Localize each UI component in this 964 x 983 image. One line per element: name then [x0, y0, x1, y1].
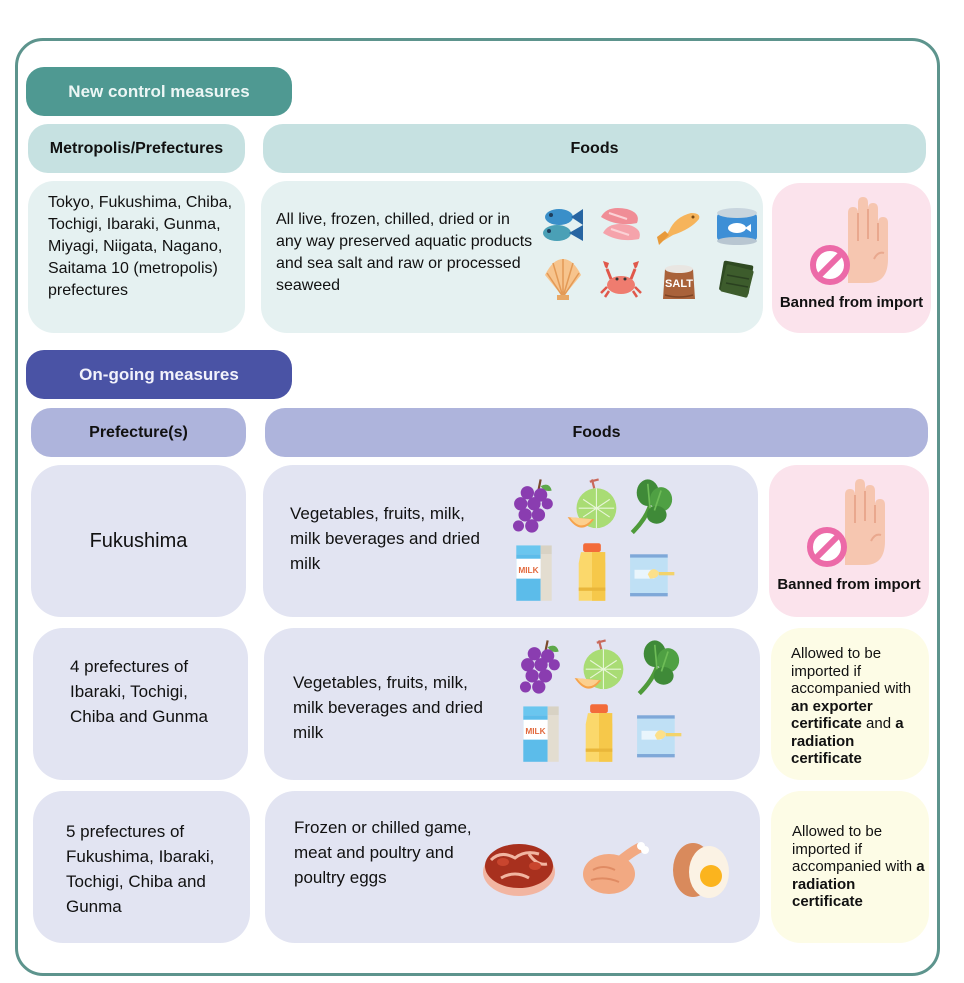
seaweed-icon	[713, 255, 761, 303]
egg-icon	[671, 836, 731, 900]
food-icons: MILK	[514, 636, 684, 764]
column-header-region: Metropolis/Prefectures	[28, 124, 245, 173]
milk-powder-can-icon	[630, 702, 684, 764]
banned-hand-icon	[804, 195, 900, 285]
required-document: a radiation certificate	[791, 715, 904, 767]
fish-fillet-icon	[597, 201, 645, 249]
crab-icon	[597, 255, 645, 303]
poultry-icon	[579, 836, 649, 900]
foods-text: All live, frozen, chilled, dried or in a…	[276, 211, 533, 294]
milk-drink-bottle-icon	[572, 702, 626, 764]
foods-cell: All live, frozen, chilled, dried or in a…	[261, 181, 763, 333]
region-text: 5 prefectures of Fukushima, Ibaraki, Toc…	[66, 822, 215, 916]
section-title: New control measures	[68, 81, 250, 101]
foods-cell: Vegetables, fruits, milk, milk beverages…	[263, 465, 758, 617]
section-title: On-going measures	[79, 364, 239, 384]
milk-label: MILK	[518, 565, 538, 575]
foods-text: Vegetables, fruits, milk, milk beverages…	[293, 673, 483, 742]
salt-label: SALT	[665, 278, 693, 290]
required-document: an exporter certificate	[791, 697, 873, 733]
status-cell-banned: Banned from import	[772, 183, 931, 333]
region-cell: 5 prefectures of Fukushima, Ibaraki, Toc…	[33, 791, 250, 943]
status-cell-banned: Banned from import	[769, 465, 929, 617]
food-icons	[481, 836, 731, 900]
status-text: Allowed to be imported if accompanied wi…	[791, 645, 912, 767]
spinach-icon	[630, 636, 684, 698]
region-text: 4 prefectures of Ibaraki, Tochigi, Chiba…	[70, 657, 208, 726]
dried-fish-icon	[655, 201, 703, 249]
status-cell-allowed: Allowed to be imported if accompanied wi…	[771, 791, 929, 943]
column-header-region: Prefecture(s)	[31, 408, 246, 457]
foods-cell: Vegetables, fruits, milk, milk beverages…	[264, 628, 760, 780]
food-icons: MILK	[507, 475, 677, 603]
scallop-shell-icon	[539, 255, 587, 303]
column-header-label: Foods	[572, 423, 621, 441]
status-cell-allowed: Allowed to be imported if accompanied wi…	[771, 628, 929, 780]
foods-cell: Frozen or chilled game, meat and poultry…	[265, 791, 760, 943]
column-header-label: Foods	[570, 139, 619, 157]
region-text: Tokyo, Fukushima, Chiba, Tochigi, Ibarak…	[48, 194, 233, 299]
grapes-icon	[507, 475, 561, 537]
column-header-foods: Foods	[265, 408, 928, 457]
region-text: Fukushima	[89, 529, 188, 552]
section-label-ongoing-measures: On-going measures	[26, 350, 292, 399]
required-document: a radiation certificate	[792, 858, 925, 910]
section-label-new-control-measures: New control measures	[26, 67, 292, 116]
status-text: Banned from import	[777, 576, 921, 593]
region-cell: 4 prefectures of Ibaraki, Tochigi, Chiba…	[33, 628, 248, 780]
column-header-label: Prefecture(s)	[89, 423, 188, 441]
column-header-label: Metropolis/Prefectures	[49, 139, 224, 157]
banned-hand-icon	[801, 477, 897, 567]
status-text: Banned from import	[779, 294, 924, 311]
milk-carton-icon: MILK	[507, 541, 561, 603]
column-header-foods: Foods	[263, 124, 926, 173]
fish-icon	[539, 201, 587, 249]
canned-fish-icon	[713, 201, 761, 249]
melon-icon	[565, 475, 619, 537]
milk-label: MILK	[525, 726, 545, 736]
food-icons: SALT	[537, 201, 763, 303]
region-cell: Fukushima	[31, 465, 246, 617]
milk-powder-can-icon	[623, 541, 677, 603]
grapes-icon	[514, 636, 568, 698]
milk-carton-icon: MILK	[514, 702, 568, 764]
spinach-icon	[623, 475, 677, 537]
region-cell: Tokyo, Fukushima, Chiba, Tochigi, Ibarak…	[28, 181, 245, 333]
milk-drink-bottle-icon	[565, 541, 619, 603]
foods-text: Frozen or chilled game, meat and poultry…	[294, 818, 472, 887]
foods-text: Vegetables, fruits, milk, milk beverages…	[290, 504, 480, 573]
status-text: Allowed to be imported if accompanied wi…	[792, 823, 925, 910]
melon-icon	[572, 636, 626, 698]
meat-icon	[481, 836, 557, 900]
salt-sack-icon: SALT	[655, 255, 703, 303]
